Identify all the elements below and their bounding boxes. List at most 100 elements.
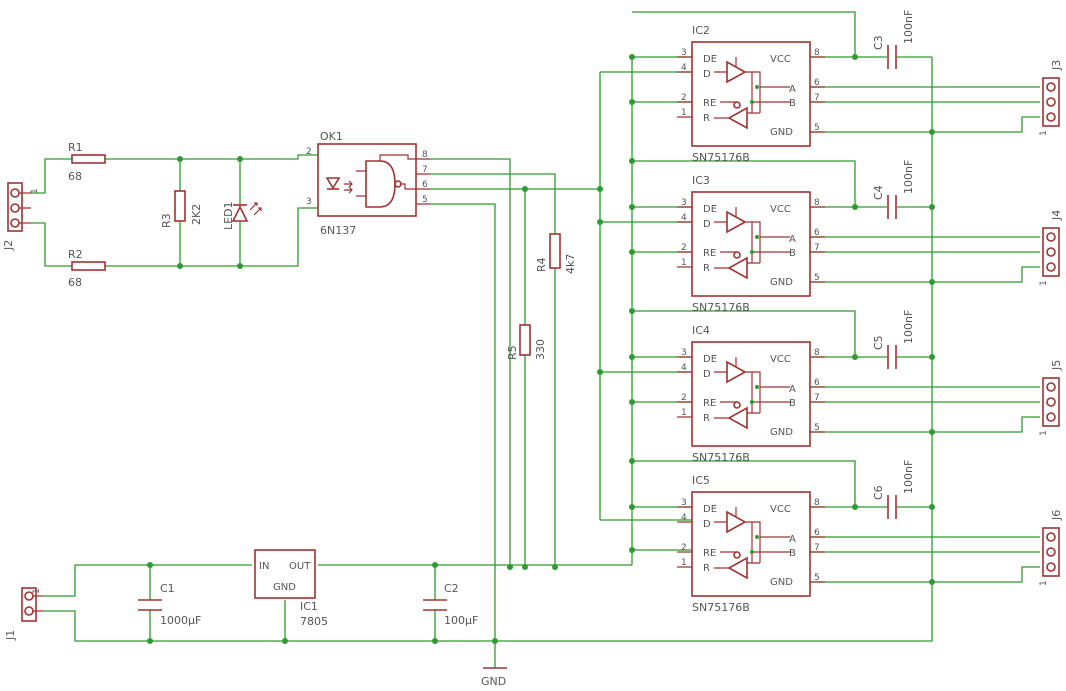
pin-re-label: RE [703, 248, 716, 259]
pin-2-number: 2 [681, 543, 687, 553]
pin-7-number: 7 [814, 243, 820, 253]
ic1-name: IC1 [300, 600, 318, 613]
capacitor-c4: C4 100nF [872, 160, 915, 219]
ok1-pin-7: 7 [422, 165, 428, 175]
pin-vcc-label: VCC [770, 54, 791, 65]
connector-j1: 1 J1 [4, 587, 43, 641]
pin-a-label: A [789, 84, 796, 95]
ground-symbol: GND [481, 667, 507, 688]
j6-pin-1: 1 [1039, 580, 1049, 586]
c2-name: C2 [444, 582, 459, 595]
pin-r-label: R [703, 563, 710, 574]
gnd-label: GND [481, 675, 506, 688]
pin-gnd-label: GND [770, 277, 793, 288]
pin-r-label: R [703, 113, 710, 124]
capacitor-c6: C6 100nF [872, 460, 915, 519]
ok1-pin-3: 3 [306, 197, 312, 207]
pin-8-number: 8 [814, 48, 820, 58]
pin-4-number: 4 [681, 213, 687, 223]
capacitor-c2: C2 100µF [423, 582, 478, 627]
ok1-pin-5: 5 [422, 195, 428, 205]
c6-value: 100nF [902, 460, 915, 494]
r5-name: R5 [506, 345, 519, 360]
regulator-ic1: IN OUT GND IC1 7805 [254, 549, 328, 628]
resistor-r1: R1 68 [68, 141, 106, 183]
r2-value: 68 [68, 276, 82, 289]
pin-4-number: 4 [681, 513, 687, 523]
pin-r-label: R [703, 413, 710, 424]
pin-gnd-label: GND [770, 427, 793, 438]
pin-gnd-label: GND [770, 577, 793, 588]
transceiver-part: SN75176B [692, 301, 750, 314]
j6-label: J6 [1050, 510, 1063, 521]
transceiver-group: IC2SN75176BDEDRERVCCABGND34218675IC3SN75… [677, 24, 825, 614]
j4-pin-1: 1 [1039, 280, 1049, 286]
capacitor-c1: C1 1000µF [138, 582, 201, 627]
r4-name: R4 [535, 257, 548, 272]
pin-6-number: 6 [814, 528, 820, 538]
pin-de-label: DE [703, 54, 717, 65]
j5-label: J5 [1050, 360, 1063, 371]
j5-pin-1: 1 [1039, 430, 1049, 436]
ok1-pin-6: 6 [422, 180, 428, 190]
ok1-part: 6N137 [320, 224, 356, 237]
pin-vcc-label: VCC [770, 504, 791, 515]
transceiver-name: IC3 [692, 174, 710, 187]
pin-vcc-label: VCC [770, 204, 791, 215]
ic1-part: 7805 [300, 615, 328, 628]
pin-b-label: B [789, 98, 796, 109]
pin-de-label: DE [703, 204, 717, 215]
j4-label: J4 [1050, 210, 1063, 221]
ok1-pin-8: 8 [422, 150, 428, 160]
ic1-out: OUT [289, 561, 311, 572]
resistor-r2: R2 68 [68, 248, 106, 289]
pin-6-number: 6 [814, 378, 820, 388]
resistor-r3: R3 2K2 [160, 190, 203, 228]
r1-value: 68 [68, 170, 82, 183]
r1-name: R1 [68, 141, 83, 154]
pin-3-number: 3 [681, 198, 687, 208]
pin-gnd-label: GND [770, 127, 793, 138]
j1-pin-1: 1 [32, 588, 42, 594]
c1-value: 1000µF [160, 614, 201, 627]
pin-4-number: 4 [681, 63, 687, 73]
c5-value: 100nF [902, 310, 915, 344]
pin-6-number: 6 [814, 78, 820, 88]
pin-b-label: B [789, 398, 796, 409]
connector-j4: J4 1 [1039, 210, 1063, 286]
ic1-gnd: GND [273, 582, 296, 593]
capacitor-c5: C5 100nF [872, 310, 915, 369]
transceiver-part: SN75176B [692, 451, 750, 464]
j2-label: J2 [2, 240, 15, 251]
pin-4-number: 4 [681, 363, 687, 373]
pin-2-number: 2 [681, 243, 687, 253]
transceiver-name: IC5 [692, 474, 710, 487]
pin-d-label: D [703, 219, 711, 230]
resistor-r5: R5 330 [506, 324, 547, 360]
c6-name: C6 [872, 485, 885, 500]
c4-value: 100nF [902, 160, 915, 194]
pin-r-label: R [703, 263, 710, 274]
junctions [147, 54, 935, 644]
pin-de-label: DE [703, 354, 717, 365]
pin-b-label: B [789, 248, 796, 259]
connector-j6: J6 1 [1039, 510, 1063, 586]
pin-8-number: 8 [814, 198, 820, 208]
connector-j3: J3 1 [1039, 60, 1063, 136]
pin-7-number: 7 [814, 543, 820, 553]
pin-5-number: 5 [814, 123, 820, 133]
connector-j2: 1 J2 [2, 182, 40, 251]
pin-5-number: 5 [814, 273, 820, 283]
c1-name: C1 [160, 582, 175, 595]
capacitor-c3: C3 100nF [872, 10, 915, 69]
pin-7-number: 7 [814, 393, 820, 403]
transceiver-part: SN75176B [692, 601, 750, 614]
pin-8-number: 8 [814, 348, 820, 358]
r4-value: 4k7 [564, 254, 577, 274]
pin-b-label: B [789, 548, 796, 559]
c3-value: 100nF [902, 10, 915, 44]
